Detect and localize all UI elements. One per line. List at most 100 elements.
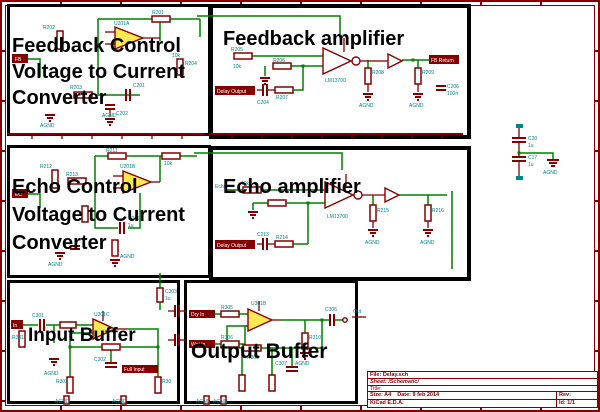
ground-symbol[interactable] [45, 114, 55, 122]
title-block-date: Date: 9 feb 2014 [397, 392, 440, 398]
svg-text:FB Return: FB Return [431, 58, 454, 64]
part-label: R211 [106, 148, 118, 154]
ground-symbol[interactable] [110, 259, 120, 267]
resistor[interactable] [161, 152, 181, 160]
resistor[interactable] [56, 30, 64, 50]
part-label: AGND [409, 103, 424, 109]
resistor[interactable] [238, 374, 246, 392]
capacitor[interactable] [119, 222, 125, 234]
capacitor[interactable] [257, 238, 275, 250]
global-label[interactable]: FB Return [429, 55, 459, 64]
global-label[interactable]: Delay Output [215, 240, 255, 249]
resistor[interactable] [267, 199, 287, 207]
ground-symbol[interactable] [105, 118, 115, 126]
opamp[interactable] [92, 311, 128, 341]
capacitor[interactable] [329, 314, 335, 326]
capacitor[interactable] [125, 89, 131, 101]
resistor[interactable] [220, 340, 240, 348]
part-label: 1u [128, 223, 134, 229]
resistor[interactable] [18, 330, 26, 348]
ota-amplifier[interactable] [324, 174, 385, 210]
opamp-ref-label: U201B [120, 164, 136, 170]
resistor[interactable] [369, 204, 377, 228]
svg-text:Delay Output: Delay Output [217, 89, 247, 95]
resistor[interactable] [274, 240, 294, 248]
global-label[interactable]: Dry In [189, 310, 215, 318]
resistor[interactable] [242, 186, 262, 194]
capacitor[interactable] [257, 84, 275, 96]
part-label: AGND [365, 240, 380, 246]
global-label[interactable]: Delay Output [215, 86, 255, 95]
ground-symbol[interactable] [423, 229, 433, 237]
resistor[interactable] [220, 310, 240, 318]
part-label: R202 [43, 25, 55, 31]
capacitor[interactable] [70, 245, 80, 250]
resistor[interactable] [111, 239, 119, 257]
title-block-sheet: Sheet: /Schematic/ [368, 379, 597, 386]
ground-symbol[interactable] [363, 93, 373, 101]
resistor[interactable] [364, 67, 372, 92]
part-label: AGND [120, 254, 135, 260]
opamp[interactable] [247, 301, 282, 333]
resistor[interactable] [101, 343, 121, 351]
global-label[interactable]: Wet In [189, 340, 215, 348]
output-port[interactable] [342, 317, 348, 323]
wire[interactable] [225, 189, 447, 245]
ground-symbol[interactable] [300, 352, 310, 360]
wire[interactable] [23, 324, 159, 377]
part-label: R213 [66, 172, 78, 178]
capacitor[interactable] [105, 104, 115, 117]
resistor[interactable] [414, 67, 422, 92]
part-label: 100n [447, 91, 458, 97]
junction [320, 318, 324, 322]
part-label: AGND [295, 361, 310, 367]
opamp[interactable] [105, 25, 160, 51]
buffer-amplifier[interactable] [373, 52, 404, 70]
ground-symbol[interactable] [413, 93, 423, 101]
wire[interactable] [252, 55, 429, 91]
section-title: Feedback Control Voltage to Current Conv… [12, 35, 185, 109]
resistor[interactable] [81, 205, 89, 223]
buffer-amplifier[interactable] [384, 186, 401, 204]
resistor[interactable] [67, 177, 87, 185]
resistor[interactable] [272, 62, 292, 70]
global-label[interactable]: Full Input [122, 365, 158, 373]
capacitor[interactable] [105, 362, 117, 368]
capacitor[interactable] [436, 85, 446, 91]
resistor[interactable] [151, 15, 171, 23]
opamp-ref-label: U201A [114, 21, 130, 27]
global-label[interactable]: EC [12, 189, 28, 198]
part-label: C307 [275, 361, 287, 367]
ground-symbol[interactable] [248, 211, 258, 219]
capacitor[interactable] [39, 319, 45, 331]
resistor[interactable] [268, 374, 276, 392]
resistor[interactable] [424, 204, 432, 228]
resistor[interactable] [301, 332, 309, 350]
resistor[interactable] [59, 321, 77, 329]
resistor[interactable] [66, 376, 74, 394]
part-label: R215 [377, 208, 389, 214]
ground-symbol[interactable] [368, 229, 378, 237]
opamp[interactable] [113, 169, 160, 195]
resistor[interactable] [107, 152, 127, 160]
resistor[interactable] [242, 344, 262, 352]
global-label[interactable]: FB [12, 54, 28, 63]
capacitor[interactable] [286, 366, 298, 372]
ground-symbol[interactable] [55, 252, 65, 260]
section-feedback-amp: Delay Output FB Return LM13700 R205 R206… [209, 4, 471, 139]
resistor[interactable] [73, 91, 93, 99]
ground-symbol[interactable] [260, 77, 270, 85]
resistor[interactable] [51, 169, 59, 189]
part-label: C204 [257, 100, 269, 106]
resistor[interactable] [274, 86, 294, 94]
global-label[interactable]: In [11, 320, 23, 329]
ground-symbol[interactable] [49, 358, 59, 366]
part-label: R209 [422, 70, 434, 76]
svg-text:FB: FB [15, 57, 22, 63]
part-label: R206 [273, 58, 285, 64]
ota-amplifier[interactable] [322, 38, 373, 76]
resistor[interactable] [233, 52, 253, 60]
resistor[interactable] [176, 58, 184, 76]
resistor[interactable] [154, 376, 162, 394]
